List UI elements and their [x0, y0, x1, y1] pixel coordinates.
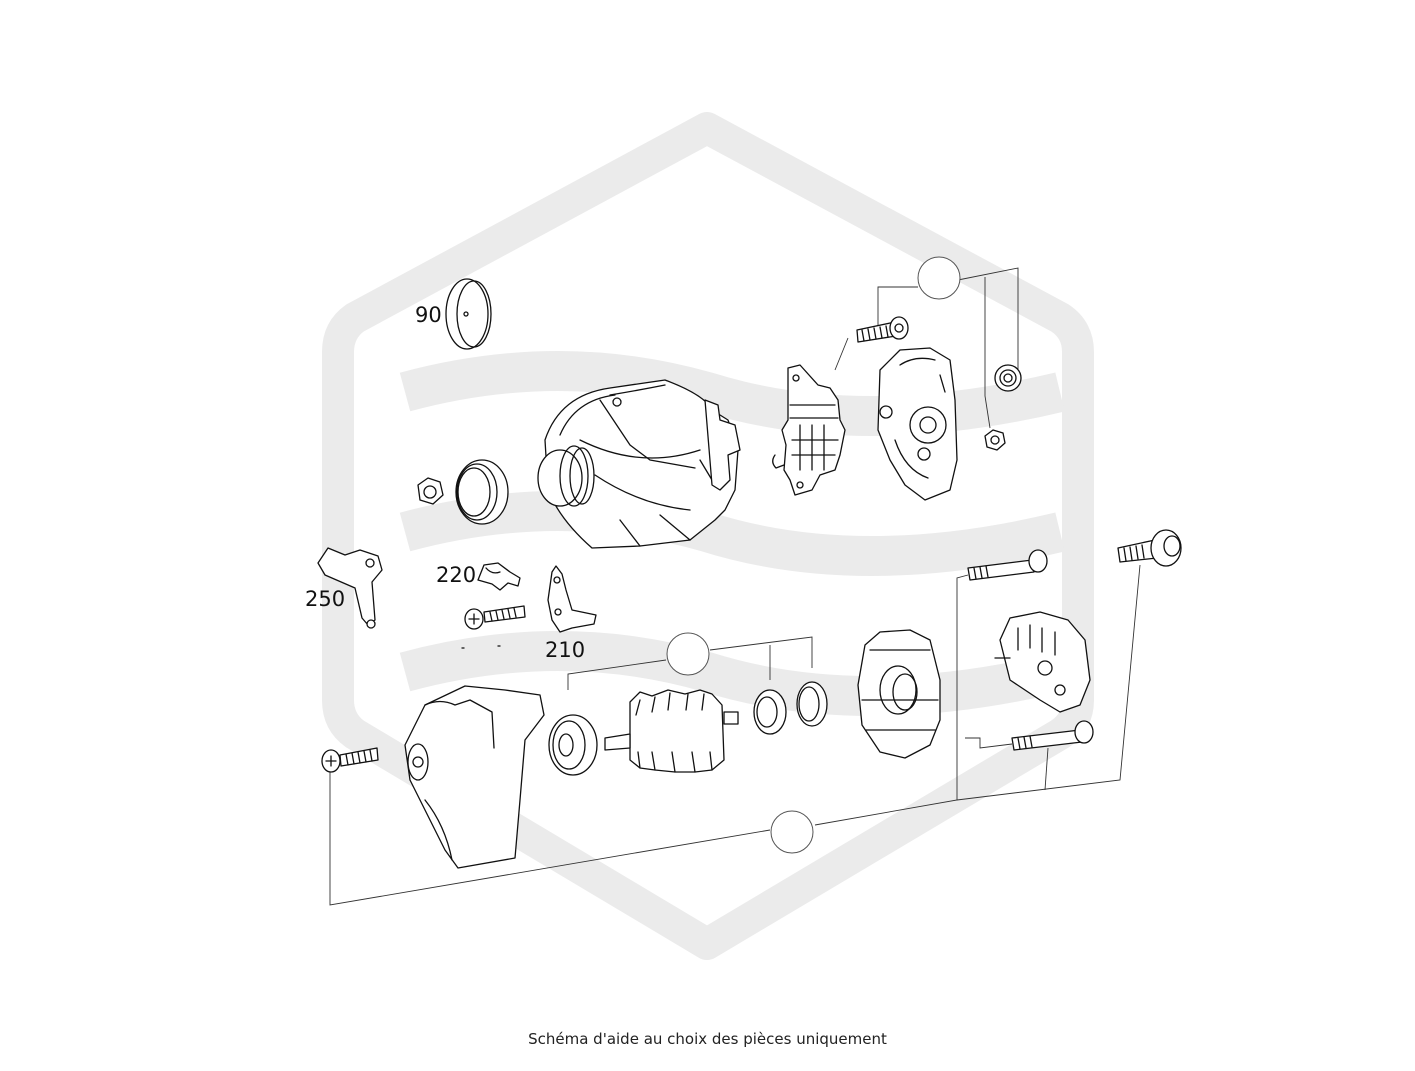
part-cap-disc — [445, 278, 492, 350]
part-regulator — [772, 364, 846, 496]
part-hex-nut — [984, 429, 1006, 451]
part-long-bolt-lower — [1011, 720, 1094, 751]
part-alternator-body — [537, 379, 741, 549]
part-flange-nut — [994, 364, 1022, 392]
part-terminal-tab — [547, 565, 597, 633]
part-rear-housing — [877, 347, 958, 501]
part-screw-mid — [461, 605, 526, 649]
part-pulley-nut — [417, 477, 444, 505]
label-part-250: 250 — [305, 587, 345, 611]
part-pulley — [455, 459, 509, 525]
part-long-bolt-upper — [967, 549, 1048, 581]
part-bolt-top — [856, 316, 909, 343]
callout-circle-top — [917, 256, 961, 300]
part-screw-bottom-left — [321, 747, 379, 773]
part-bearing-ring — [796, 681, 828, 727]
label-part-90: 90 — [415, 303, 442, 327]
label-part-210: 210 — [545, 638, 585, 662]
part-bracket — [317, 547, 383, 629]
part-front-cover — [404, 685, 545, 869]
part-clip — [477, 562, 521, 591]
part-rectifier-housing — [994, 611, 1091, 713]
part-stator — [857, 629, 941, 759]
part-bearing-front — [548, 714, 598, 776]
diagram-caption: Schéma d'aide au choix des pièces unique… — [528, 1030, 887, 1048]
callout-circle-middle — [666, 632, 710, 676]
part-bearing-rear — [753, 689, 787, 735]
part-rotor — [604, 689, 739, 773]
part-bolt-far-right — [1117, 529, 1182, 567]
leader-lines — [329, 267, 1141, 906]
callout-circle-bottom — [770, 810, 814, 854]
label-part-220: 220 — [436, 563, 476, 587]
